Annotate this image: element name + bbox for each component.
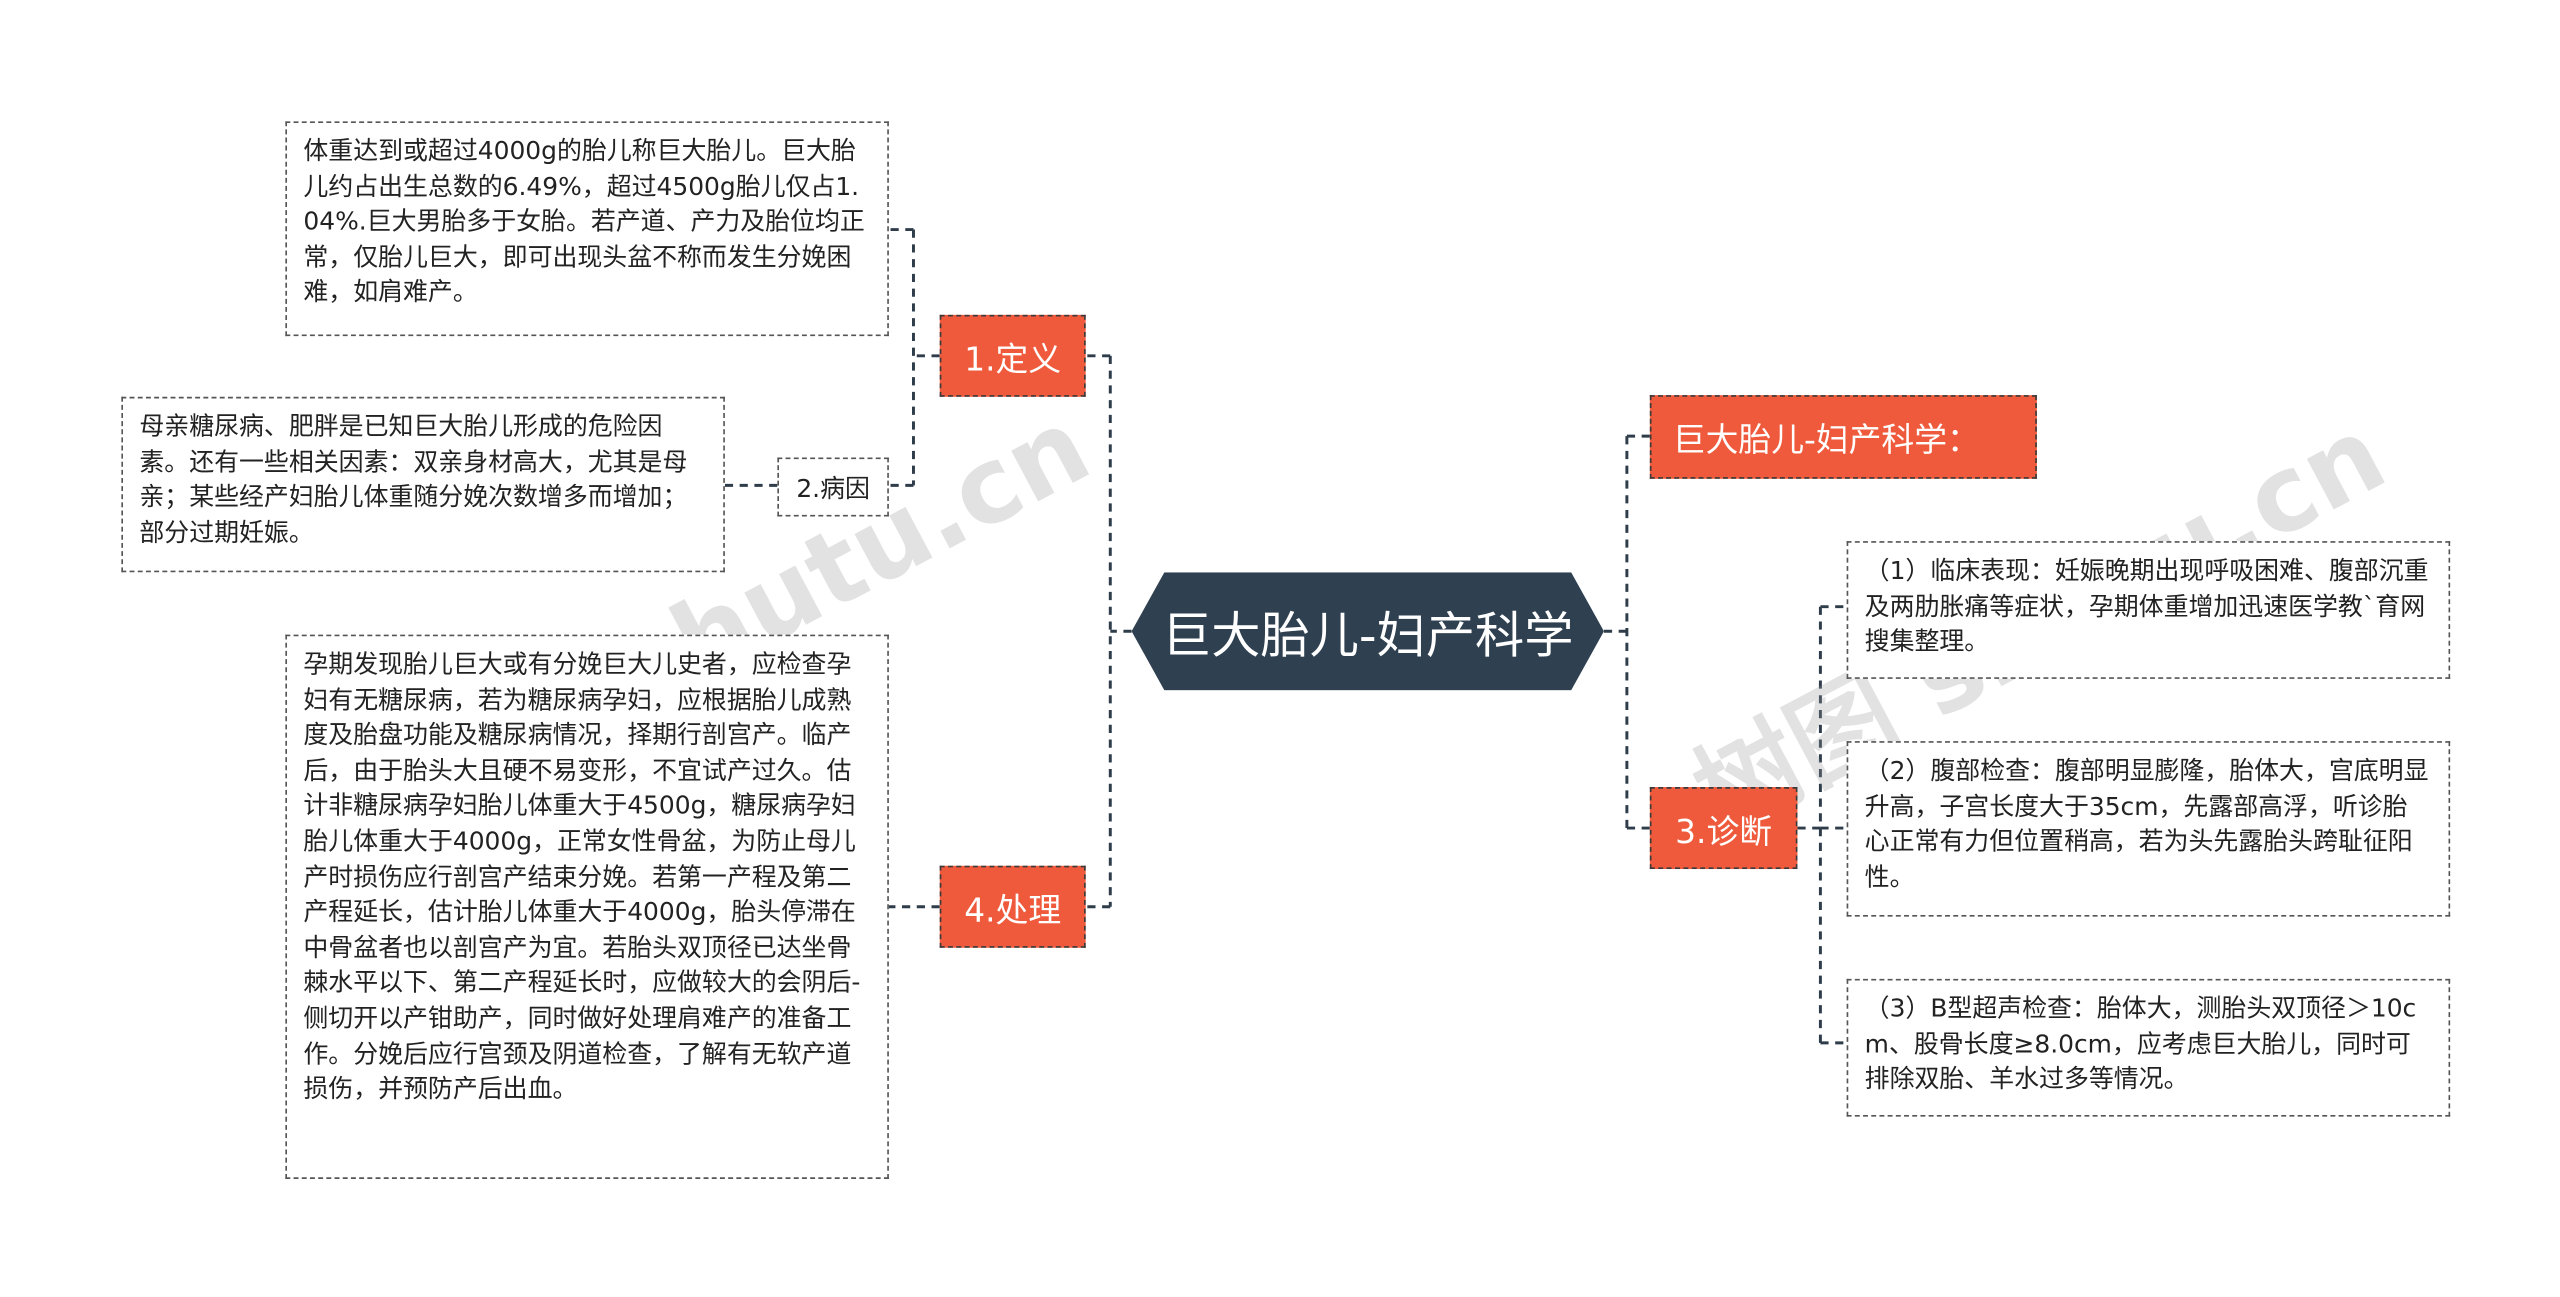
- diag-ultrasound-node[interactable]: （3）B型超声检查：胎体大，测胎头双顶径＞10cm、股骨长度≥8.0cm，应考虑…: [1846, 978, 2451, 1117]
- definition-node[interactable]: 1.定义: [939, 314, 1086, 397]
- treatment-node[interactable]: 4.处理: [939, 865, 1086, 948]
- connector-root-right: [1603, 436, 1629, 829]
- diag-abdomen-node[interactable]: （2）腹部检查：腹部明显膨隆，胎体大，宫底明显升高，子宫长度大于35cm，先露部…: [1846, 741, 2451, 917]
- etiology-node[interactable]: 2.病因: [777, 457, 889, 517]
- root-node[interactable]: 巨大胎儿-妇产科学: [1131, 572, 1604, 691]
- diagnosis-node[interactable]: 3.诊断: [1649, 787, 1798, 870]
- title-copy-node[interactable]: 巨大胎儿-妇产科学：: [1649, 395, 2037, 479]
- treatment-text-node[interactable]: 孕期发现胎儿巨大或有分娩巨大儿史者，应检查孕妇有无糖尿病，若为糖尿病孕妇，应根据…: [285, 634, 889, 1179]
- definition-text-node[interactable]: 体重达到或超过4000g的胎儿称巨大胎儿。巨大胎儿约占出生总数的6.49%，超过…: [285, 121, 889, 337]
- connector-diagnosis-trunk: [1797, 606, 1822, 1043]
- etiology-text-node[interactable]: 母亲糖尿病、肥胖是已知巨大胎儿形成的危险因素。还有一些相关因素：双亲身材高大，尤…: [121, 396, 725, 573]
- diag-clinical-node[interactable]: （1）临床表现：妊娠晚期出现呼吸困难、腹部沉重及两肋胀痛等症状，孕期体重增加迅速…: [1846, 541, 2451, 679]
- connector-definition-trunk: [912, 229, 940, 486]
- connector-root-left: [1108, 355, 1132, 907]
